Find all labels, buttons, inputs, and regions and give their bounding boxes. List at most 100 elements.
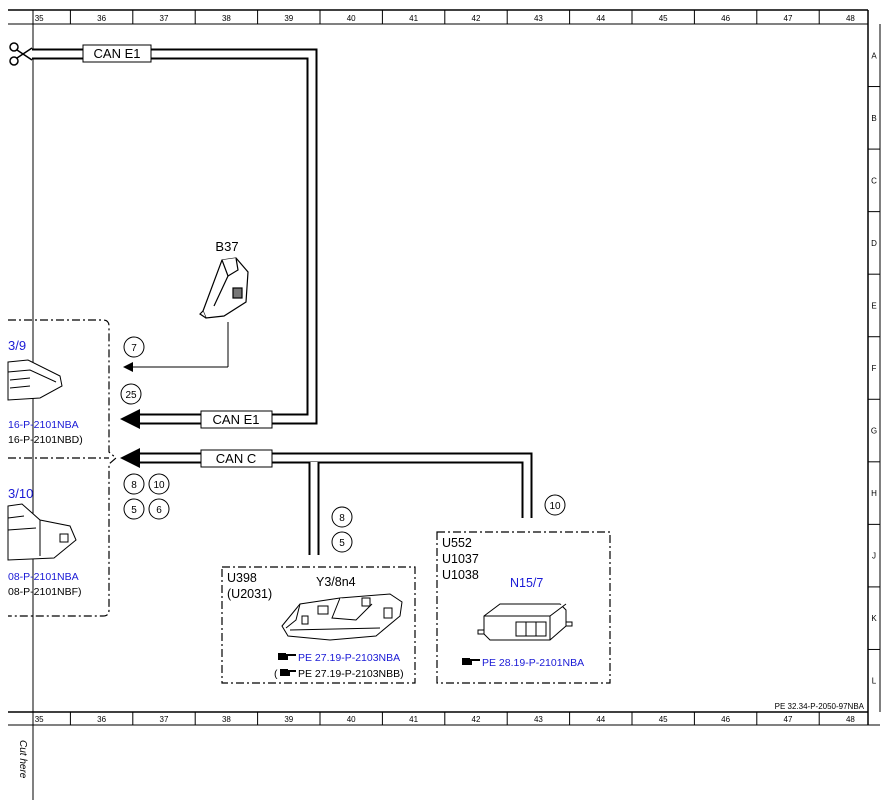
marker-5-left: 5 — [123, 498, 145, 520]
y3-ref-alt: PE 27.19-P-2103NBB) — [298, 668, 404, 680]
can-c-label: CAN C — [216, 451, 256, 466]
n15-code-3: U1038 — [442, 568, 479, 582]
y3-ref-link[interactable]: PE 27.19-P-2103NBA — [298, 652, 400, 664]
column-label-top: 40 — [347, 14, 356, 23]
svg-text:8: 8 — [131, 480, 137, 491]
left-bottom-label: 3/10 — [8, 486, 33, 501]
svg-text:5: 5 — [131, 505, 137, 516]
y3-code-1: U398 — [227, 571, 257, 585]
can-e1-top-label-box: CAN E1 — [82, 44, 152, 63]
left-bottom-module-image — [7, 503, 77, 561]
y3-label: Y3/8n4 — [316, 575, 356, 589]
column-label-bottom: 43 — [534, 715, 543, 724]
row-label: J — [872, 552, 876, 561]
can-c-label-box: CAN C — [200, 449, 273, 468]
b37-label: B37 — [215, 239, 238, 254]
row-label: H — [871, 489, 877, 498]
marker-25: 25 — [120, 383, 142, 405]
can-e1-mid-label-box: CAN E1 — [200, 410, 273, 429]
column-label-bottom: 45 — [659, 715, 668, 724]
column-label-top: 38 — [222, 14, 231, 23]
left-bottom-ref-link[interactable]: 08-P-2101NBA — [8, 571, 79, 583]
row-label: K — [871, 614, 877, 623]
svg-text:7: 7 — [131, 343, 137, 354]
column-label-top: 43 — [534, 14, 543, 23]
y3-box — [221, 566, 416, 684]
left-top-label: 3/9 — [8, 338, 26, 353]
column-labels-bottom: 35 36 37 38 39 40 41 42 43 44 45 46 47 48 — [35, 715, 856, 724]
column-label-bottom: 35 — [35, 715, 44, 724]
column-label-top: 42 — [472, 14, 481, 23]
left-top-ref-alt: 16-P-2101NBD) — [8, 434, 83, 446]
n15-code-1: U552 — [442, 536, 472, 550]
pointing-hand-icon — [462, 658, 480, 665]
column-label-top: 44 — [596, 14, 605, 23]
y3-ref-alt-prefix: ( — [274, 668, 278, 680]
row-label: A — [871, 51, 877, 60]
column-label-bottom: 40 — [347, 715, 356, 724]
n15-box — [436, 531, 611, 684]
can-e1-top-label: CAN E1 — [94, 46, 141, 61]
marker-6: 6 — [148, 498, 170, 520]
column-label-top: 47 — [784, 14, 793, 23]
marker-8-mid: 8 — [331, 506, 353, 528]
row-label: B — [871, 114, 876, 123]
svg-text:5: 5 — [339, 538, 345, 549]
svg-text:8: 8 — [339, 513, 345, 524]
n15-ref-link[interactable]: PE 28.19-P-2101NBA — [482, 657, 584, 669]
b37-sensor-image — [199, 257, 249, 319]
page-code: PE 32.34-P-2050-97NBA — [775, 702, 865, 711]
y3-valve-body-image — [281, 593, 403, 641]
cut-here-label: Cut here — [17, 740, 28, 779]
row-label: F — [872, 364, 877, 373]
column-label-bottom: 46 — [721, 715, 730, 724]
frame — [8, 9, 881, 800]
column-label-bottom: 36 — [97, 715, 106, 724]
svg-text:6: 6 — [156, 505, 162, 516]
marker-8-left: 8 — [123, 473, 145, 495]
svg-text:25: 25 — [125, 390, 137, 401]
row-label: C — [871, 176, 877, 185]
can-e1-mid-label: CAN E1 — [213, 412, 260, 427]
column-label-bottom: 42 — [472, 715, 481, 724]
n15-module-image — [477, 603, 573, 641]
column-label-bottom: 48 — [846, 715, 855, 724]
left-components-box — [8, 319, 117, 617]
b37-arrow — [123, 362, 133, 372]
column-label-top: 45 — [659, 14, 668, 23]
left-bottom-ref-alt: 08-P-2101NBF) — [8, 586, 82, 598]
row-label: L — [872, 677, 877, 686]
pointing-hand-icon — [278, 653, 296, 660]
row-label: G — [871, 427, 877, 436]
column-label-bottom: 41 — [409, 715, 418, 724]
left-top-ref-link[interactable]: 16-P-2101NBA — [8, 419, 79, 431]
ruler-ticks — [69, 10, 880, 725]
n15-label: N15/7 — [510, 576, 543, 590]
scissors-icon — [9, 42, 33, 66]
column-label-top: 35 — [35, 14, 44, 23]
row-labels: A B C D E F G H J K L — [871, 51, 877, 685]
row-label: D — [871, 239, 877, 248]
column-label-top: 37 — [160, 14, 169, 23]
column-label-bottom: 39 — [284, 715, 293, 724]
svg-text:10: 10 — [549, 501, 561, 512]
can-e1-wire — [32, 48, 318, 429]
column-label-bottom: 37 — [160, 715, 169, 724]
column-label-bottom: 47 — [784, 715, 793, 724]
n15-code-2: U1037 — [442, 552, 479, 566]
pointing-hand-icon — [280, 669, 296, 676]
marker-7: 7 — [123, 336, 145, 358]
column-label-bottom: 38 — [222, 715, 231, 724]
left-top-module-image — [7, 359, 63, 401]
svg-text:10: 10 — [153, 480, 165, 491]
column-label-top: 39 — [284, 14, 293, 23]
marker-10-left: 10 — [148, 473, 170, 495]
marker-5-mid: 5 — [331, 531, 353, 553]
column-label-top: 48 — [846, 14, 855, 23]
column-label-top: 41 — [409, 14, 418, 23]
column-label-bottom: 44 — [596, 715, 605, 724]
marker-10-right: 10 — [544, 494, 566, 516]
row-label: E — [871, 301, 876, 310]
